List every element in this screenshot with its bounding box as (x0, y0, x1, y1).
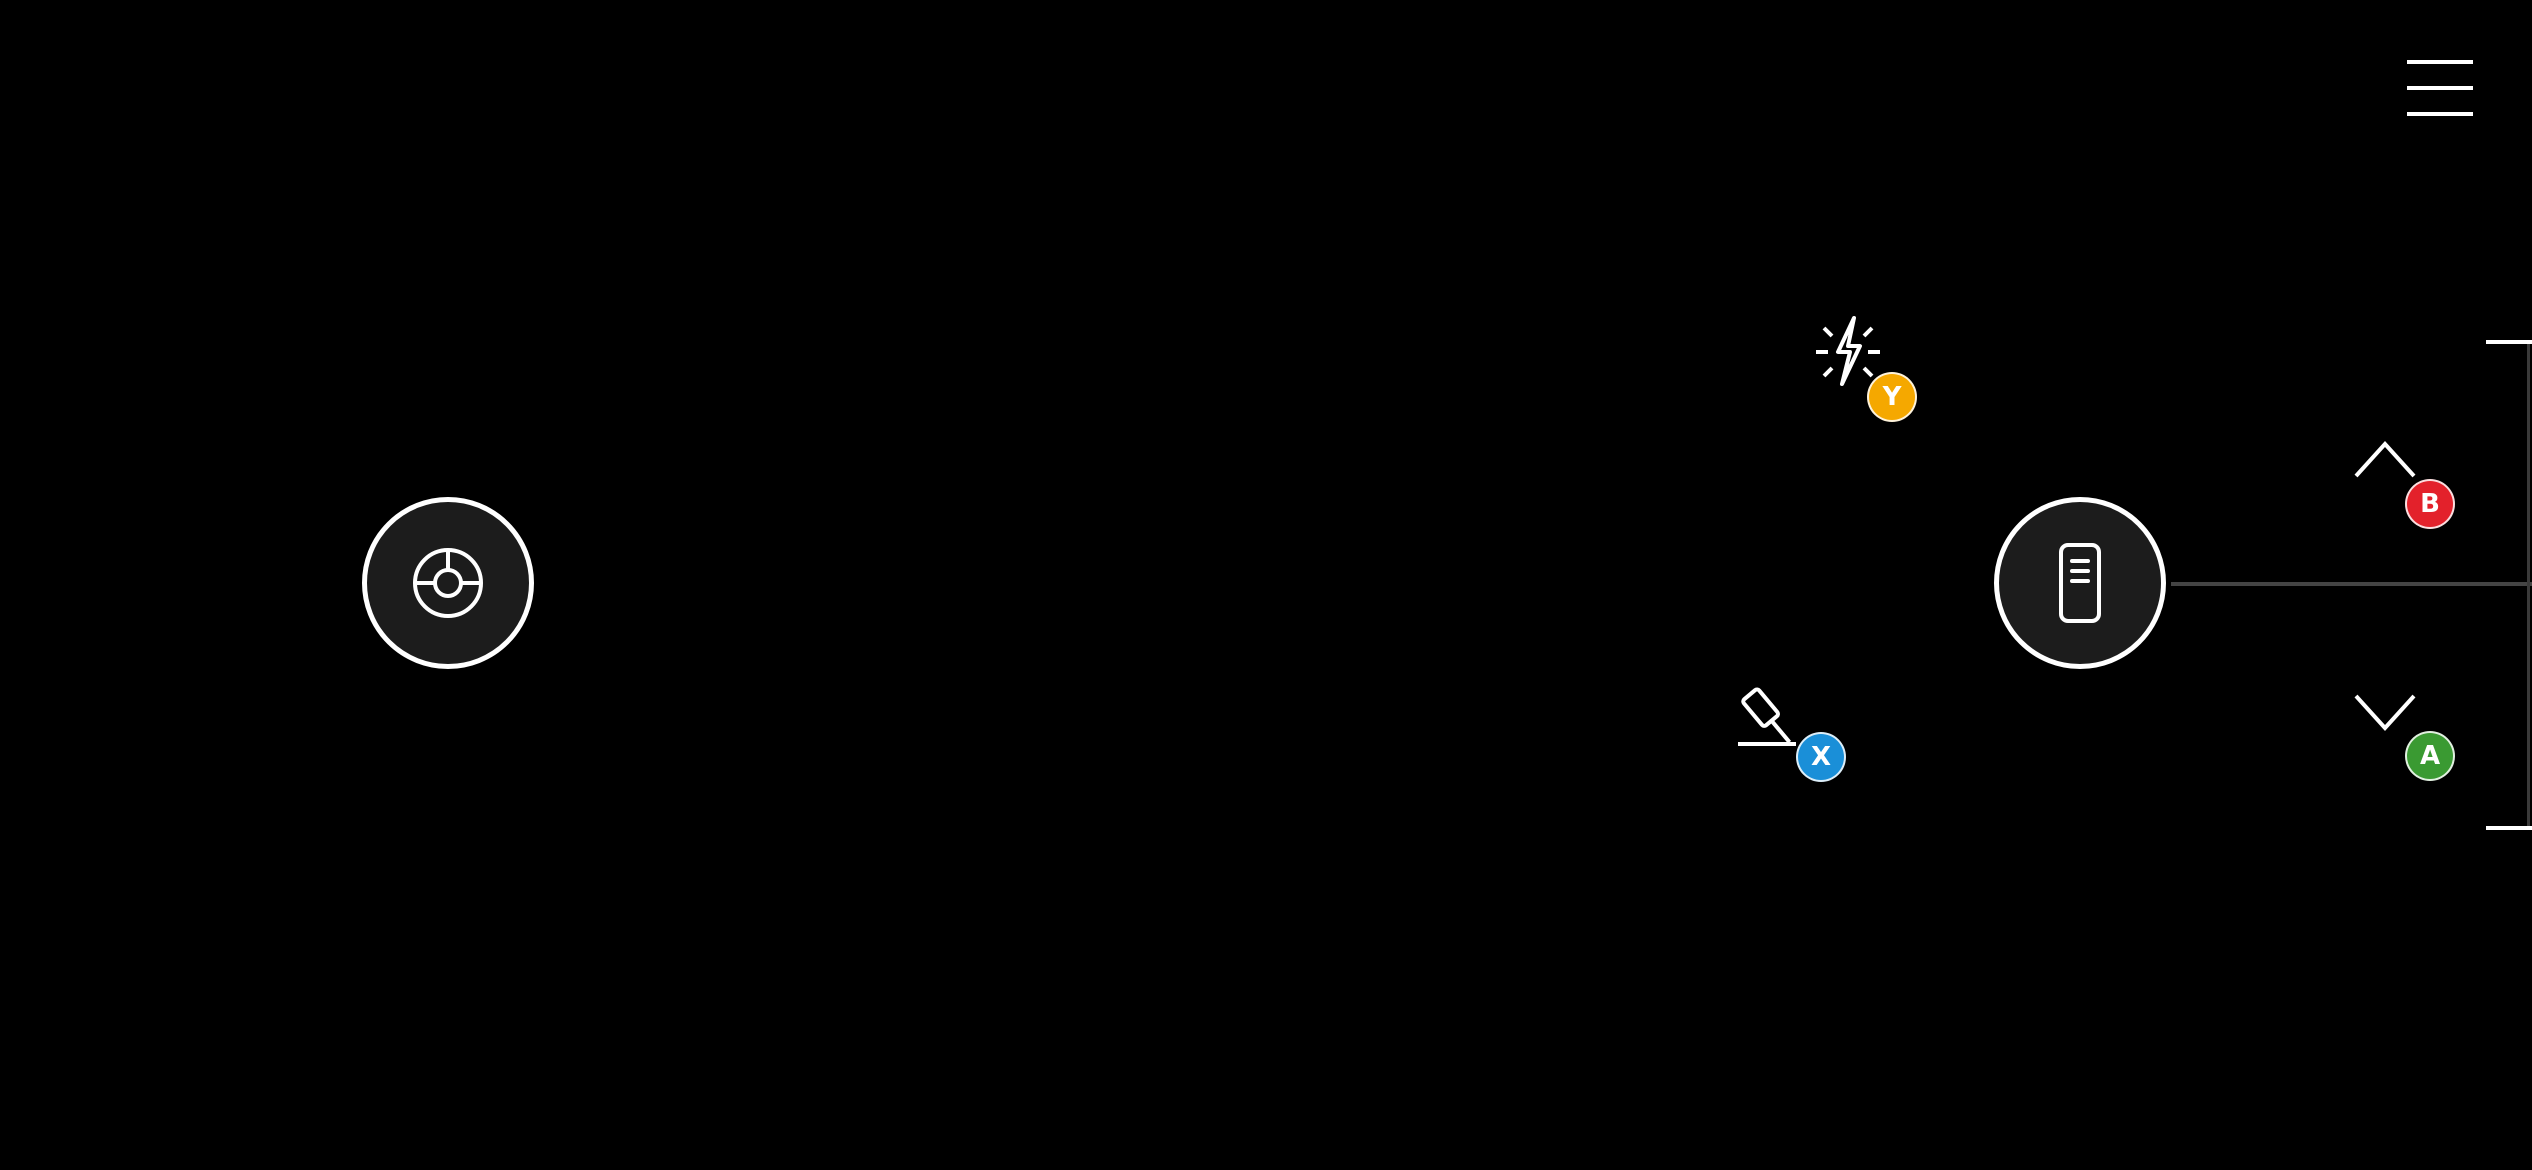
tool-action-button[interactable] (1732, 670, 1822, 750)
crosshair-target-icon (413, 548, 483, 618)
b-button-badge[interactable]: B (2405, 479, 2455, 529)
edge-bracket (2486, 338, 2532, 832)
flash-action-button[interactable] (1808, 312, 1888, 392)
y-button-badge[interactable]: Y (1867, 372, 1917, 422)
menu-button[interactable] (2395, 48, 2485, 128)
chevron-down-icon (2354, 694, 2416, 731)
edge-bracket-shape (2486, 340, 2532, 830)
move-joystick[interactable] (362, 497, 534, 669)
a-button-badge[interactable]: A (2405, 731, 2455, 781)
hamburger-menu-icon (2407, 60, 2473, 116)
phone-remote-icon (2059, 543, 2101, 623)
action-joystick[interactable] (1994, 497, 2166, 669)
move-up-button[interactable] (2352, 436, 2418, 482)
chevron-up-icon (2354, 441, 2416, 478)
x-button-badge[interactable]: X (1796, 732, 1846, 782)
move-down-button[interactable] (2352, 690, 2418, 736)
tool-brush-icon (1738, 687, 1796, 746)
action-track-line (2171, 582, 2532, 586)
lightning-flash-icon (1816, 316, 1880, 386)
